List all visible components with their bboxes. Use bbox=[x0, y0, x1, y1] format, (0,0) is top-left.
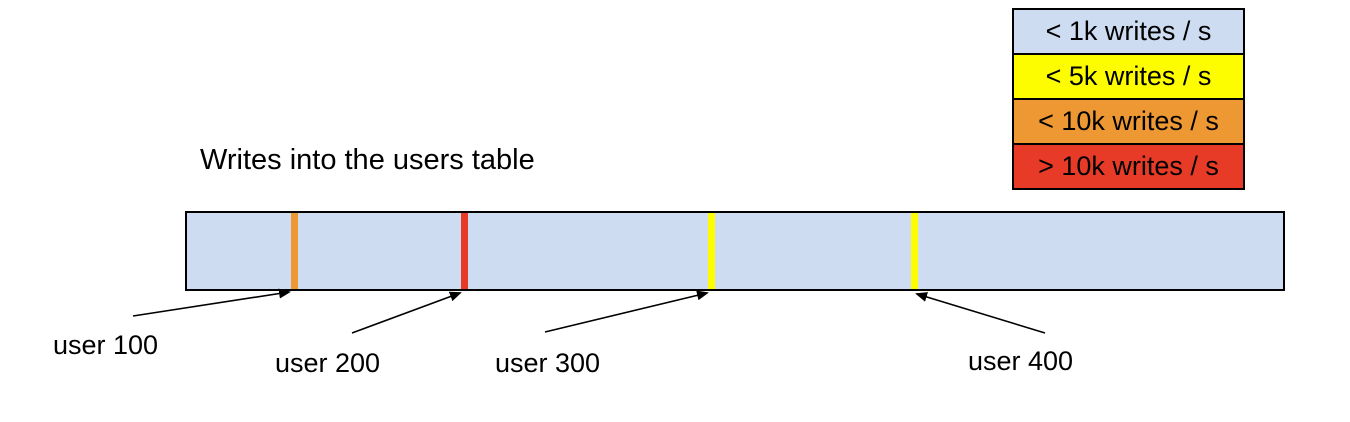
legend-item-gt-10k: > 10k writes / s bbox=[1012, 143, 1245, 190]
legend-item-label: < 1k writes / s bbox=[1045, 16, 1212, 46]
hotspot-stripe-user-100 bbox=[291, 213, 298, 289]
legend-item-label: < 10k writes / s bbox=[1038, 106, 1219, 136]
diagram-title: Writes into the users table bbox=[200, 144, 535, 176]
user-label-user-100: user 100 bbox=[53, 330, 159, 360]
legend-item-lt-1k: < 1k writes / s bbox=[1012, 8, 1245, 55]
hotspot-stripe-user-200 bbox=[461, 213, 468, 289]
user-label-user-400: user 400 bbox=[968, 346, 1074, 376]
user-label-user-300: user 300 bbox=[495, 348, 601, 378]
users-table-bar bbox=[185, 211, 1285, 291]
arrow-user-300 bbox=[544, 290, 709, 333]
hotspot-stripe-user-400 bbox=[911, 213, 918, 289]
hotspot-stripe-user-300 bbox=[708, 213, 715, 289]
legend-item-lt-10k: < 10k writes / s bbox=[1012, 98, 1245, 145]
arrow-user-200 bbox=[351, 291, 462, 334]
arrow-user-400 bbox=[915, 292, 1046, 334]
legend-item-label: > 10k writes / s bbox=[1038, 151, 1219, 181]
legend-item-label: < 5k writes / s bbox=[1045, 61, 1212, 91]
arrow-user-100 bbox=[132, 288, 291, 317]
user-label-user-200: user 200 bbox=[275, 348, 381, 378]
legend-item-lt-5k: < 5k writes / s bbox=[1012, 53, 1245, 100]
legend: < 1k writes / s < 5k writes / s < 10k wr… bbox=[1012, 8, 1245, 190]
